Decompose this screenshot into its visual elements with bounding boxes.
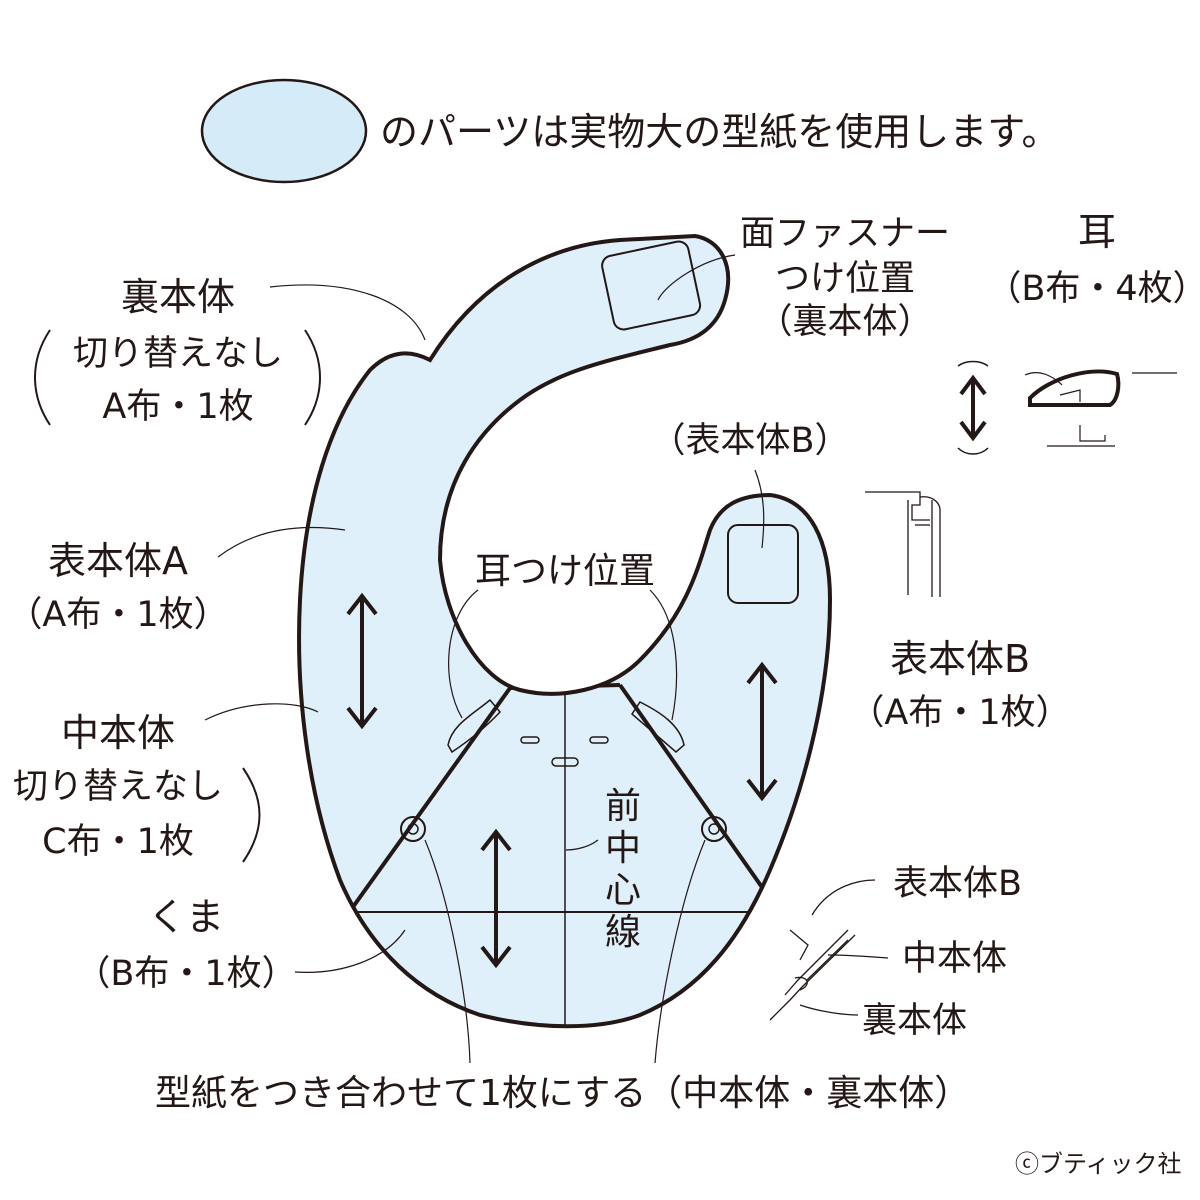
credit: ⓒブティック社 [1015,1150,1182,1178]
label-layer-ura: 裏本体 [862,1001,967,1041]
bear-eye-right [589,736,609,744]
grain-arrow-center [480,828,512,969]
label-mimi-tsuke: 耳つけ位置 [475,551,655,592]
snap-right [701,816,727,842]
layer-cross-section [769,879,889,1021]
ear-detail [1024,369,1177,447]
paren-right-2 [242,767,261,863]
leader-lines [204,254,765,1064]
paren-left-1 [34,329,51,426]
ear-grain-arrow [957,360,989,455]
bear-nose [551,757,579,767]
label-kuma-sub: （B布・1枚） [75,954,296,994]
label-hyo-hontai-b-sub: （A布・1枚） [849,693,1070,733]
label-hyo-hontai-b-small: （表本体B） [650,421,849,461]
label-layer-hyo: 表本体B [893,864,1022,904]
label-menfastener-sub1: つけ位置 [775,259,915,299]
legend-text: のパーツは実物大の型紙を使用します。 [380,110,1059,154]
label-mimi-sub: （B布・4枚） [986,269,1200,309]
grain-arrow-a [346,592,378,730]
legend-oval [200,78,368,184]
label-naka-hontai-sub1: 切り替えなし [13,767,223,807]
grain-arrow-b [746,661,778,802]
label-layer-naka: 中本体 [902,939,1007,979]
label-ura-hontai-sub1: 切り替えなし [73,334,283,374]
ear-position-right [631,701,685,753]
label-menfastener-sub2: （裏本体） [757,302,932,342]
label-ura-hontai-sub2: A布・1枚 [102,387,253,427]
label-hyo-hontai-a-sub: （A布・1枚） [7,595,228,635]
bib-outline [297,233,833,1029]
label-mae-naka-1: 前 [605,786,641,827]
label-mimi: 耳 [1078,210,1116,254]
paren-right-1 [304,329,321,426]
layer-side-view [865,491,941,597]
label-mae-naka-2: 中 [605,828,641,869]
velcro-position-front [727,524,799,604]
label-ura-hontai: 裏本体 [121,275,235,319]
label-kuma: くま [148,895,224,939]
label-menfastener: 面ファスナー [740,214,950,254]
ear-position-left [447,698,502,754]
bear-eye-left [520,736,540,744]
label-naka-hontai-sub2: C布・1枚 [42,822,194,862]
label-hyo-hontai-b: 表本体B [890,637,1030,681]
label-naka-hontai: 中本体 [61,711,175,755]
label-mae-naka-4: 線 [605,912,641,953]
velcro-position-back [601,240,702,331]
label-pattern-note: 型紙をつき合わせて1枚にする（中本体・裏本体） [155,1073,970,1114]
label-hyo-hontai-a: 表本体A [48,539,188,583]
label-mae-naka-3: 心 [605,870,641,911]
snap-left [400,816,426,842]
